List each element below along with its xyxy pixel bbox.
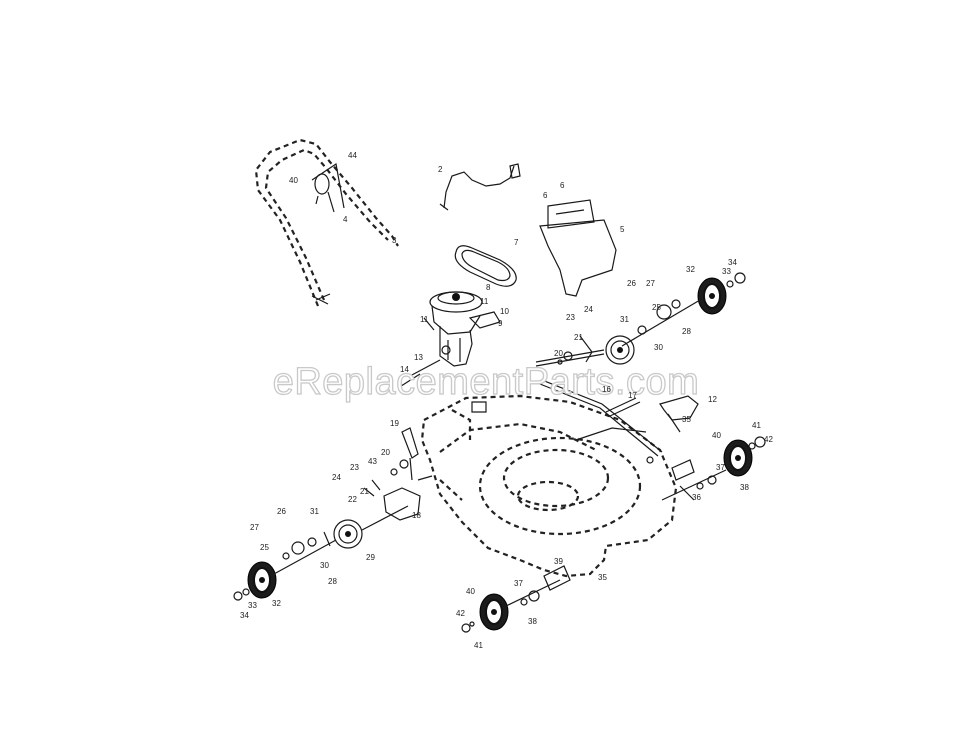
callout-label: 38 — [740, 483, 749, 492]
callout-label: 43 — [368, 457, 377, 466]
callout-labels: 44 40 4 3 2 6 6 5 7 8 11 11 10 9 13 14 3… — [240, 151, 773, 650]
callout-label: 21 — [360, 487, 369, 496]
callout-label: 11 — [420, 315, 429, 324]
callout-label: 12 — [708, 395, 717, 404]
callout-label: 24 — [584, 305, 593, 314]
callout-label: 9 — [498, 319, 503, 328]
callout-label: 28 — [682, 327, 691, 336]
callout-label: 30 — [654, 343, 663, 352]
drive-shaft — [539, 379, 663, 464]
callout-label: 26 — [627, 279, 636, 288]
callout-label: 28 — [328, 577, 337, 586]
callout-label: 16 — [602, 385, 611, 394]
callout-label: 40 — [466, 587, 475, 596]
callout-label: 41 — [474, 641, 483, 650]
callout-label: 5 — [620, 225, 625, 234]
callout-label: 33 — [248, 601, 257, 610]
callout-label: 25 — [652, 303, 661, 312]
rear-deflector — [539, 199, 617, 297]
callout-label: 32 — [272, 599, 281, 608]
watermark: eReplacementParts.com — [273, 361, 700, 403]
height-adjuster-right — [659, 395, 766, 501]
callout-label: 31 — [310, 507, 319, 516]
callout-label: 35 — [682, 415, 691, 424]
callout-label: 30 — [320, 561, 329, 570]
callout-label: 20 — [554, 349, 563, 358]
height-lever-left — [363, 427, 433, 521]
callout-label: 38 — [528, 617, 537, 626]
callout-label: 4 — [343, 215, 348, 224]
callout-label: 35 — [598, 573, 607, 582]
callout-label: 44 — [348, 151, 357, 160]
callout-label: 27 — [646, 279, 655, 288]
callout-label: 23 — [350, 463, 359, 472]
callout-label: 36 — [692, 493, 701, 502]
callout-label: 37 — [514, 579, 523, 588]
callout-label: 3 — [392, 236, 397, 245]
callout-label: 8 — [486, 283, 491, 292]
callout-label: 14 — [400, 365, 409, 374]
callout-label: 6 — [543, 191, 548, 200]
callout-label: 2 — [438, 165, 443, 174]
callout-label: 19 — [390, 419, 399, 428]
callout-label: 33 — [722, 267, 731, 276]
callout-label: 26 — [277, 507, 286, 516]
callout-label: 20 — [381, 448, 390, 457]
callout-label: 6 — [560, 181, 565, 190]
callout-label: 42 — [456, 609, 465, 618]
callout-label: 34 — [728, 258, 737, 267]
callout-label: 23 — [566, 313, 575, 322]
transmission-assembly — [397, 291, 501, 389]
drive-wheel-upper-right — [535, 272, 746, 367]
callout-label: 18 — [412, 511, 421, 520]
callout-label: 39 — [554, 557, 563, 566]
callout-label: 29 — [366, 553, 375, 562]
callout-label: 27 — [250, 523, 259, 532]
control-cable — [439, 163, 521, 211]
callout-label: 31 — [620, 315, 629, 324]
callout-label: 13 — [414, 353, 423, 362]
callout-label: 40 — [712, 431, 721, 440]
callout-label: 17 — [628, 391, 637, 400]
callout-label: 25 — [260, 543, 269, 552]
callout-label: 34 — [240, 611, 249, 620]
handle-assembly — [254, 138, 399, 307]
callout-label: 40 — [289, 176, 298, 185]
callout-label: 22 — [348, 495, 357, 504]
callout-label: 24 — [332, 473, 341, 482]
callout-label: 10 — [500, 307, 509, 316]
mower-deck — [420, 394, 678, 578]
drive-belt — [454, 245, 517, 287]
front-wheel-lower-center — [461, 565, 571, 633]
callout-label: 42 — [764, 435, 773, 444]
callout-label: 41 — [752, 421, 761, 430]
callout-label: 7 — [514, 238, 519, 247]
callout-label: 37 — [716, 463, 725, 472]
drive-wheel-lower-left — [233, 505, 409, 601]
callout-label: 32 — [686, 265, 695, 274]
callout-label: 21 — [574, 333, 583, 342]
callout-label: 11 — [480, 297, 489, 306]
